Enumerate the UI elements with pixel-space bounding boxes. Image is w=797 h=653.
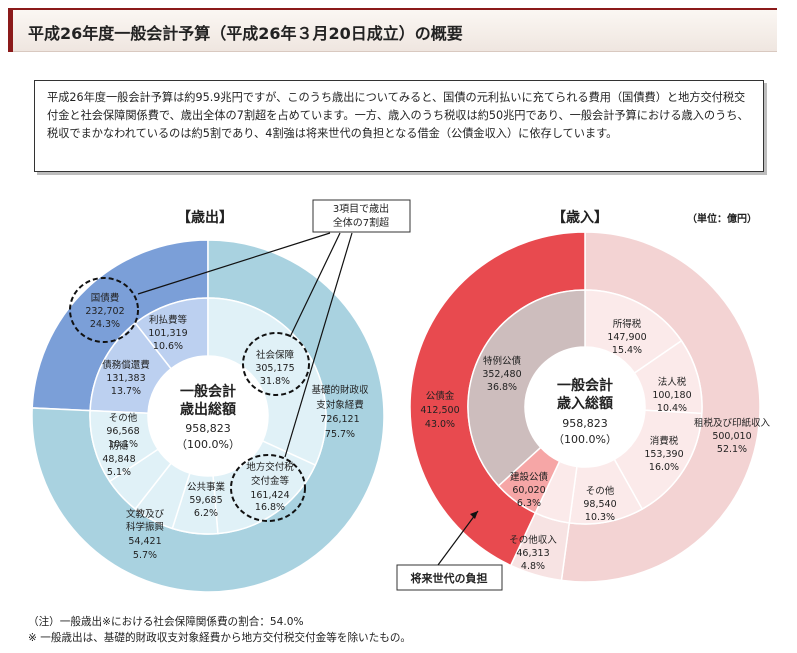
title-bar: 平成26年度一般会計予算（平成26年３月20日成立）の概要 <box>8 8 777 52</box>
label-other-income-pct: 4.8% <box>521 561 545 572</box>
label-bonds-pct: 43.0% <box>425 419 455 430</box>
label-exp-inner-4-name: 公共事業 <box>187 481 226 493</box>
label-exp-inner-0-pct: 10.6% <box>153 341 183 352</box>
label-rev-inner-2-pct: 16.0% <box>649 462 679 473</box>
label-rev-inner-2-name: 消費税 <box>650 435 679 447</box>
label-exp-inner-3-pct: 16.8% <box>255 502 285 513</box>
label-exp-inner-3-name-2: 交付金等 <box>251 475 290 487</box>
label-rev-inner-2-value: 153,390 <box>644 449 683 460</box>
revenue-center-label-2: 歳入総額 <box>557 395 613 412</box>
label-rev-inner-6-name: 特例公債 <box>483 355 522 367</box>
label-rev-inner-3-pct: 10.3% <box>585 512 615 523</box>
label-debt-value: 232,702 <box>85 306 124 317</box>
callout-line-local <box>284 232 353 458</box>
label-exp-inner-6-value: 48,848 <box>102 454 135 465</box>
label-primary-name-2: 支対象経費 <box>316 399 364 411</box>
note-2: ※ 一般歳出は、基礎的財政収支対象経費から地方交付税交付金等を除いたもの。 <box>28 632 412 644</box>
callout-box <box>312 199 411 233</box>
expenditure-center-label-2: 歳出総額 <box>180 401 236 418</box>
page-title: 平成26年度一般会計予算（平成26年３月20日成立）の概要 <box>28 24 463 43</box>
label-exp-inner-5-pct: 5.7% <box>133 550 157 561</box>
label-debt-pct: 24.3% <box>90 319 120 330</box>
expenditure-center-label-1: 一般会計 <box>180 383 236 400</box>
note-1: （注）一般歳出※における社会保障関係費の割合：54.0% <box>28 616 304 628</box>
label-exp-inner-6-name: 防衛 <box>109 440 129 452</box>
label-debt-name: 国債費 <box>91 292 120 304</box>
burden-box <box>396 564 503 591</box>
label-rev-inner-6-pct: 36.8% <box>487 382 517 393</box>
callout-text-1: 3項目で歳出 <box>333 202 389 215</box>
label-exp-inner-4-value: 59,685 <box>189 495 222 506</box>
label-bonds-value: 412,500 <box>420 405 459 416</box>
label-exp-inner-5-name-2: 科学振興 <box>126 521 165 533</box>
callout-line-debt <box>137 232 331 295</box>
label-rev-inner-0-pct: 15.4% <box>612 345 642 356</box>
burden-arrow-line <box>437 510 479 566</box>
label-exp-inner-1-name: 債務償還費 <box>102 359 150 371</box>
label-rev-inner-6-value: 352,480 <box>482 369 521 380</box>
label-exp-inner-1-value: 131,383 <box>106 373 145 384</box>
label-exp-inner-4-pct: 6.2% <box>194 508 218 519</box>
label-rev-inner-1-pct: 10.4% <box>657 403 687 414</box>
label-exp-inner-0-name: 利払費等 <box>149 314 188 326</box>
label-exp-inner-1-pct: 13.7% <box>111 386 141 397</box>
expenditure-title: 【歳出】 <box>177 209 233 226</box>
label-exp-inner-3-value: 161,424 <box>250 490 289 501</box>
label-tax-total-value: 500,010 <box>712 431 751 442</box>
callout-text-2: 全体の7割超 <box>333 216 389 229</box>
label-rev-inner-3-value: 98,540 <box>583 499 616 510</box>
callout-line-social <box>289 232 341 338</box>
expenditure-center-value: 958,823 <box>185 422 231 435</box>
label-exp-inner-7-name: その他 <box>109 412 138 424</box>
label-rev-inner-1-value: 100,180 <box>652 390 691 401</box>
label-exp-inner-2-value: 305,175 <box>255 363 294 374</box>
title-accent <box>8 10 13 52</box>
revenue-title: 【歳入】 <box>552 209 608 226</box>
label-exp-inner-3-name-1: 地方交付税 <box>246 461 294 473</box>
label-exp-inner-2-pct: 31.8% <box>260 376 290 387</box>
label-rev-inner-0-value: 147,900 <box>607 332 646 343</box>
summary-box: 平成26年度一般会計予算は約95.9兆円ですが、このうち歳出についてみると、国債… <box>34 80 764 172</box>
label-primary-name-1: 基礎的財政収 <box>311 384 369 396</box>
label-rev-inner-3-name: その他 <box>586 485 615 497</box>
revenue-center-value: 958,823 <box>562 417 608 430</box>
revenue-unit: （単位：億円） <box>687 212 757 225</box>
label-exp-inner-2-name: 社会保障 <box>256 349 295 361</box>
callout-ring-debt <box>69 277 139 343</box>
label-exp-inner-5-value: 54,421 <box>128 536 161 547</box>
callout-ring-local <box>230 454 306 522</box>
burden-text: 将来世代の負担 <box>411 571 488 585</box>
label-rev-inner-5-name: 建設公債 <box>510 471 549 483</box>
label-bonds-name: 公債金 <box>426 390 455 402</box>
label-exp-inner-7-pct: 10.1% <box>108 439 138 450</box>
label-exp-inner-0-value: 101,319 <box>148 328 187 339</box>
label-other-income-value: 46,313 <box>516 548 549 559</box>
revenue-center-pct: （100.0%） <box>553 433 617 446</box>
label-exp-inner-6-pct: 5.1% <box>107 467 131 478</box>
label-primary-value: 726,121 <box>320 414 359 425</box>
label-exp-inner-5-name-1: 文教及び <box>126 508 165 520</box>
revenue-center <box>525 347 645 467</box>
label-tax-total-pct: 52.1% <box>717 444 747 455</box>
revenue-center-label-1: 一般会計 <box>557 377 613 394</box>
expenditure-center-pct: （100.0%） <box>176 438 240 451</box>
callout-ring-social <box>242 332 310 396</box>
label-other-income-name: その他収入 <box>509 534 557 546</box>
label-rev-inner-0-name: 所得税 <box>613 318 642 330</box>
label-rev-inner-1-name: 法人税 <box>658 376 687 388</box>
label-rev-inner-5-pct: 6.3% <box>517 498 541 509</box>
label-primary-pct: 75.7% <box>325 429 355 440</box>
label-tax-total-name: 租税及び印紙収入 <box>694 417 771 429</box>
burden-arrow-head <box>470 511 478 519</box>
label-rev-inner-5-value: 60,020 <box>512 485 545 496</box>
label-exp-inner-7-value: 96,568 <box>106 426 139 437</box>
expenditure-center <box>148 356 268 476</box>
